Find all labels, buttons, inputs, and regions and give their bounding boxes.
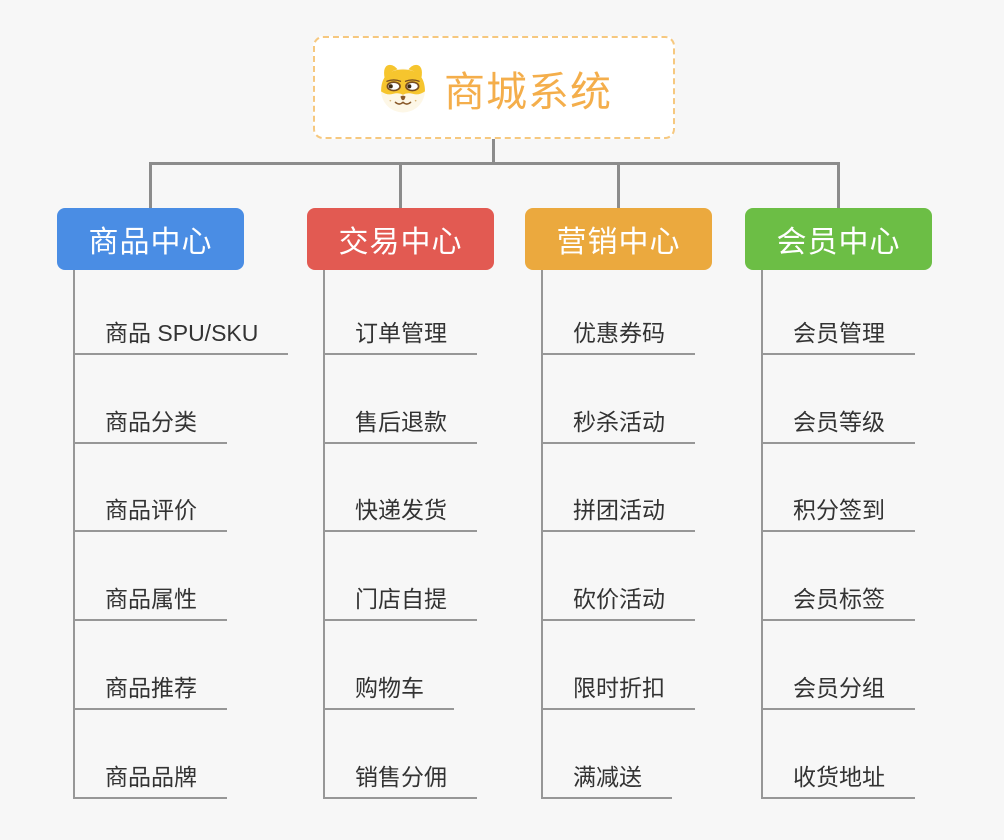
branch-product-center: 商品中心 商品 SPU/SKU 商品分类 商品评价 商品属性 商品推荐 商品品牌 — [57, 208, 289, 799]
child-row: 收货地址 — [745, 710, 932, 799]
child-node[interactable]: 商品属性 — [74, 588, 227, 621]
root-node[interactable]: 商城系统 — [313, 36, 675, 139]
child-row: 会员标签 — [745, 532, 932, 621]
child-row: 售后退款 — [307, 355, 494, 444]
branch-node-product-center[interactable]: 商品中心 — [57, 208, 244, 270]
child-node[interactable]: 商品推荐 — [74, 677, 227, 710]
child-row: 购物车 — [307, 621, 494, 710]
child-node[interactable]: 收货地址 — [762, 766, 915, 799]
branch-children: 会员管理 会员等级 积分签到 会员标签 会员分组 收货地址 — [745, 270, 932, 799]
child-row: 商品分类 — [57, 355, 244, 444]
child-row: 优惠券码 — [525, 270, 712, 355]
child-row: 拼团活动 — [525, 444, 712, 532]
branch-trade-center: 交易中心 订单管理 售后退款 快递发货 门店自提 购物车 销售分佣 — [307, 208, 494, 799]
child-node[interactable]: 会员管理 — [762, 322, 915, 355]
child-node[interactable]: 砍价活动 — [542, 588, 695, 621]
dog-face-icon — [381, 64, 425, 112]
child-node[interactable]: 购物车 — [324, 677, 454, 710]
branch-children: 商品 SPU/SKU 商品分类 商品评价 商品属性 商品推荐 商品品牌 — [57, 270, 289, 799]
branch-spine — [541, 270, 543, 799]
child-row: 砍价活动 — [525, 532, 712, 621]
connector-root-stub — [492, 139, 495, 164]
branch-member-center: 会员中心 会员管理 会员等级 积分签到 会员标签 会员分组 收货地址 — [745, 208, 932, 799]
branch-spine — [73, 270, 75, 799]
branch-node-member-center[interactable]: 会员中心 — [745, 208, 932, 270]
child-node[interactable]: 商品评价 — [74, 499, 227, 532]
child-node[interactable]: 商品分类 — [74, 411, 227, 444]
connector-drop-marketing — [617, 162, 620, 208]
child-row: 订单管理 — [307, 270, 494, 355]
child-row: 销售分佣 — [307, 710, 494, 799]
child-row: 满减送 — [525, 710, 712, 799]
branch-marketing-center: 营销中心 优惠券码 秒杀活动 拼团活动 砍价活动 限时折扣 满减送 — [525, 208, 712, 799]
child-node[interactable]: 优惠券码 — [542, 322, 695, 355]
child-row: 商品属性 — [57, 532, 244, 621]
connector-drop-member — [837, 162, 840, 208]
child-node[interactable]: 拼团活动 — [542, 499, 695, 532]
connector-drop-trade — [399, 162, 402, 208]
branch-node-marketing-center[interactable]: 营销中心 — [525, 208, 712, 270]
child-node[interactable]: 秒杀活动 — [542, 411, 695, 444]
child-row: 门店自提 — [307, 532, 494, 621]
child-row: 积分签到 — [745, 444, 932, 532]
child-node[interactable]: 满减送 — [542, 766, 672, 799]
child-row: 商品品牌 — [57, 710, 244, 799]
child-node[interactable]: 积分签到 — [762, 499, 915, 532]
child-node[interactable]: 订单管理 — [324, 322, 477, 355]
child-row: 会员等级 — [745, 355, 932, 444]
child-row: 会员分组 — [745, 621, 932, 710]
child-row: 快递发货 — [307, 444, 494, 532]
child-node[interactable]: 会员标签 — [762, 588, 915, 621]
child-row: 秒杀活动 — [525, 355, 712, 444]
child-row: 商品 SPU/SKU — [57, 270, 289, 355]
child-node[interactable]: 限时折扣 — [542, 677, 695, 710]
branch-node-trade-center[interactable]: 交易中心 — [307, 208, 494, 270]
child-row: 限时折扣 — [525, 621, 712, 710]
child-row: 会员管理 — [745, 270, 932, 355]
child-node[interactable]: 销售分佣 — [324, 766, 477, 799]
child-node[interactable]: 售后退款 — [324, 411, 477, 444]
child-node[interactable]: 会员分组 — [762, 677, 915, 710]
child-node[interactable]: 商品 SPU/SKU — [74, 322, 289, 355]
root-title: 商城系统 — [444, 68, 612, 115]
child-node[interactable]: 会员等级 — [762, 411, 915, 444]
connector-horizontal — [149, 162, 840, 165]
connector-drop-product — [149, 162, 152, 208]
branch-children: 优惠券码 秒杀活动 拼团活动 砍价活动 限时折扣 满减送 — [525, 270, 712, 799]
child-row: 商品评价 — [57, 444, 244, 532]
child-node[interactable]: 商品品牌 — [74, 766, 227, 799]
branch-spine — [761, 270, 763, 799]
child-row: 商品推荐 — [57, 621, 244, 710]
branch-spine — [323, 270, 325, 799]
branch-children: 订单管理 售后退款 快递发货 门店自提 购物车 销售分佣 — [307, 270, 494, 799]
child-node[interactable]: 快递发货 — [324, 499, 477, 532]
child-node[interactable]: 门店自提 — [324, 588, 477, 621]
